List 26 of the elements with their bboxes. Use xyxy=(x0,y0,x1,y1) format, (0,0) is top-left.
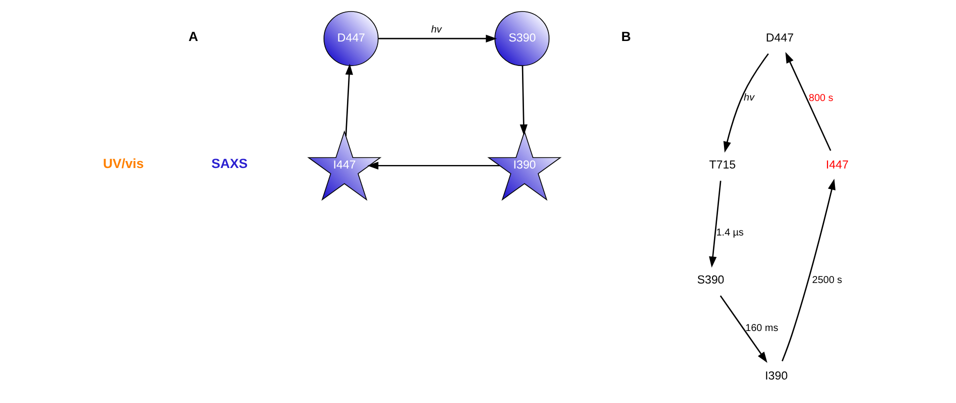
arrow xyxy=(723,53,769,153)
node-circle: S390 xyxy=(494,11,550,66)
edge-label: hv xyxy=(431,24,442,36)
label: UV/vis xyxy=(103,156,144,171)
label: B xyxy=(621,28,631,44)
arrow xyxy=(782,178,836,362)
node-text: S390 xyxy=(697,274,724,287)
node-text: D447 xyxy=(766,32,794,45)
node-circle: D447 xyxy=(324,11,379,66)
arrow xyxy=(367,162,500,170)
arrow xyxy=(708,180,722,268)
node-text: T715 xyxy=(709,158,736,172)
arrow xyxy=(345,64,354,136)
edge-label: 1.4 µs xyxy=(716,227,744,238)
edge-label: hv xyxy=(744,92,754,104)
edge-label: 160 ms xyxy=(745,323,778,334)
label: SAXS xyxy=(211,156,248,171)
edge-label: 800 s xyxy=(808,93,834,104)
node-text: I447 xyxy=(826,158,849,172)
arrow xyxy=(785,52,832,151)
node-text: I390 xyxy=(765,370,788,383)
label: A xyxy=(188,28,198,44)
arrow xyxy=(378,34,497,42)
edge-label: 2500 s xyxy=(812,275,842,286)
arrow xyxy=(520,66,528,136)
arrow xyxy=(720,295,768,363)
